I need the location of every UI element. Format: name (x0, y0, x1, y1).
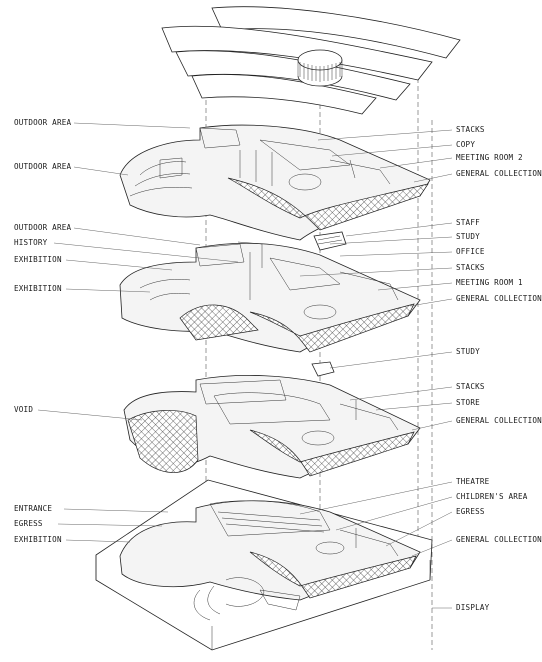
label-outdoor-area: OUTDOOR AREA (14, 118, 72, 127)
leader-lines-right (299, 129, 453, 609)
label-study: STUDY (456, 232, 480, 241)
label-staff: STAFF (456, 218, 480, 227)
level-3-floor (119, 124, 431, 241)
label-stacks: STACKS (456, 263, 485, 272)
label-void: VOID (14, 405, 34, 414)
ground-floor (95, 479, 433, 651)
label-study: STUDY (456, 347, 480, 356)
label-general-collection: GENERAL COLLECTION (456, 294, 542, 303)
label-exhibition: EXHIBITION (14, 255, 62, 264)
label-exhibition: EXHIBITION (14, 284, 62, 293)
label-stacks: STACKS (456, 125, 485, 134)
label-outdoor-area: OUTDOOR AREA (14, 162, 72, 171)
label-entrance: ENTRANCE (14, 504, 53, 513)
label-general-collection: GENERAL COLLECTION (456, 416, 542, 425)
label-office: OFFICE (456, 247, 485, 256)
label-history: HISTORY (14, 238, 48, 247)
label-copy: COPY (456, 140, 476, 149)
label-outdoor-area: OUTDOOR AREA (14, 223, 72, 232)
label-general-collection: GENERAL COLLECTION (456, 169, 542, 178)
label-egress: EGRESS (14, 519, 43, 528)
label-theatre: THEATRE (456, 477, 490, 486)
leader-lines-left (37, 122, 239, 543)
label-egress: EGRESS (456, 507, 485, 516)
label-exhibition: EXHIBITION (14, 535, 62, 544)
label-stacks: STACKS (456, 382, 485, 391)
level-1-floor (123, 361, 421, 479)
label-general-collection: GENERAL COLLECTION (456, 535, 542, 544)
label-display: DISPLAY (456, 603, 490, 612)
label-childrens-area: CHILDREN'S AREA (456, 492, 528, 501)
roof-layer (161, 6, 461, 115)
label-store: STORE (456, 398, 480, 407)
label-meeting-room-1: MEETING ROOM 1 (456, 278, 523, 287)
label-meeting-room-2: MEETING ROOM 2 (456, 153, 523, 162)
level-2-floor (119, 231, 421, 353)
